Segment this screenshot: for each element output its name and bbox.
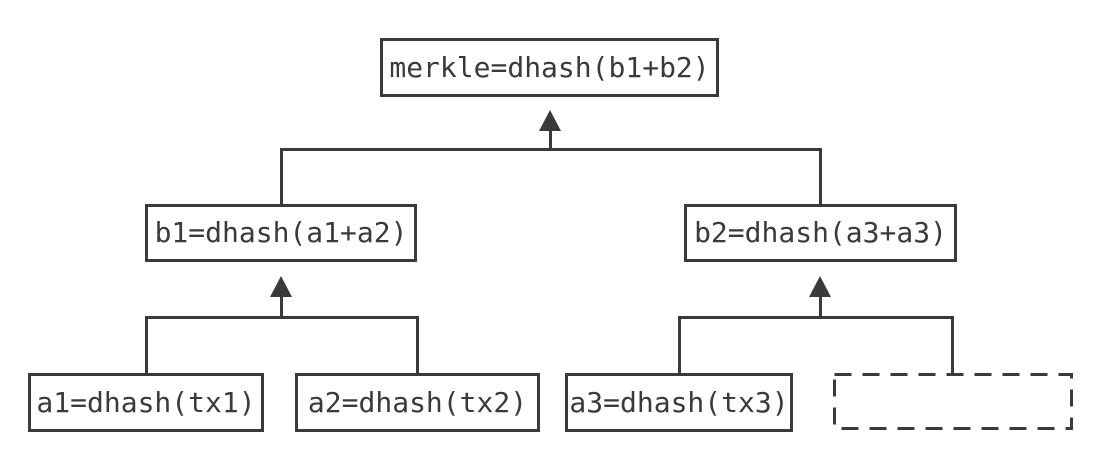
connector-b1-to-rail [280, 148, 283, 206]
node-empty-placeholder [833, 373, 1073, 430]
dashed-border-icon [833, 373, 1073, 430]
node-b1: b1=dhash(a1+a2) [145, 204, 417, 262]
arrow-up-icon [539, 110, 561, 131]
arrow-up-icon [809, 276, 831, 297]
node-a2-label: a2=dhash(tx2) [307, 385, 528, 419]
node-b1-label: b1=dhash(a1+a2) [154, 216, 408, 249]
node-merkle-label: merkle=dhash(b1+b2) [389, 50, 710, 84]
node-a3: a3=dhash(tx3) [565, 373, 793, 432]
node-a3-label: a3=dhash(tx3) [569, 385, 789, 419]
connector-a3-to-rail [678, 316, 681, 373]
connector-b2-to-rail [819, 148, 822, 206]
node-a2: a2=dhash(tx2) [295, 373, 540, 432]
connector-right-horizontal [678, 316, 954, 319]
connector-merkle-arrow-stem [549, 129, 552, 151]
node-merkle: merkle=dhash(b1+b2) [380, 38, 719, 97]
connector-a2-to-rail [416, 316, 419, 373]
node-a1-label: a1=dhash(tx1) [36, 385, 256, 419]
arrow-up-icon [270, 276, 292, 297]
node-b2-label: b2=dhash(a3+a3) [694, 216, 947, 249]
connector-empty-to-rail [951, 316, 954, 373]
connector-a1-to-rail [145, 316, 148, 373]
connector-b2-arrow-stem [819, 296, 822, 319]
connector-b1-arrow-stem [280, 296, 283, 319]
node-b2: b2=dhash(a3+a3) [684, 204, 957, 262]
node-a1: a1=dhash(tx1) [28, 373, 264, 432]
